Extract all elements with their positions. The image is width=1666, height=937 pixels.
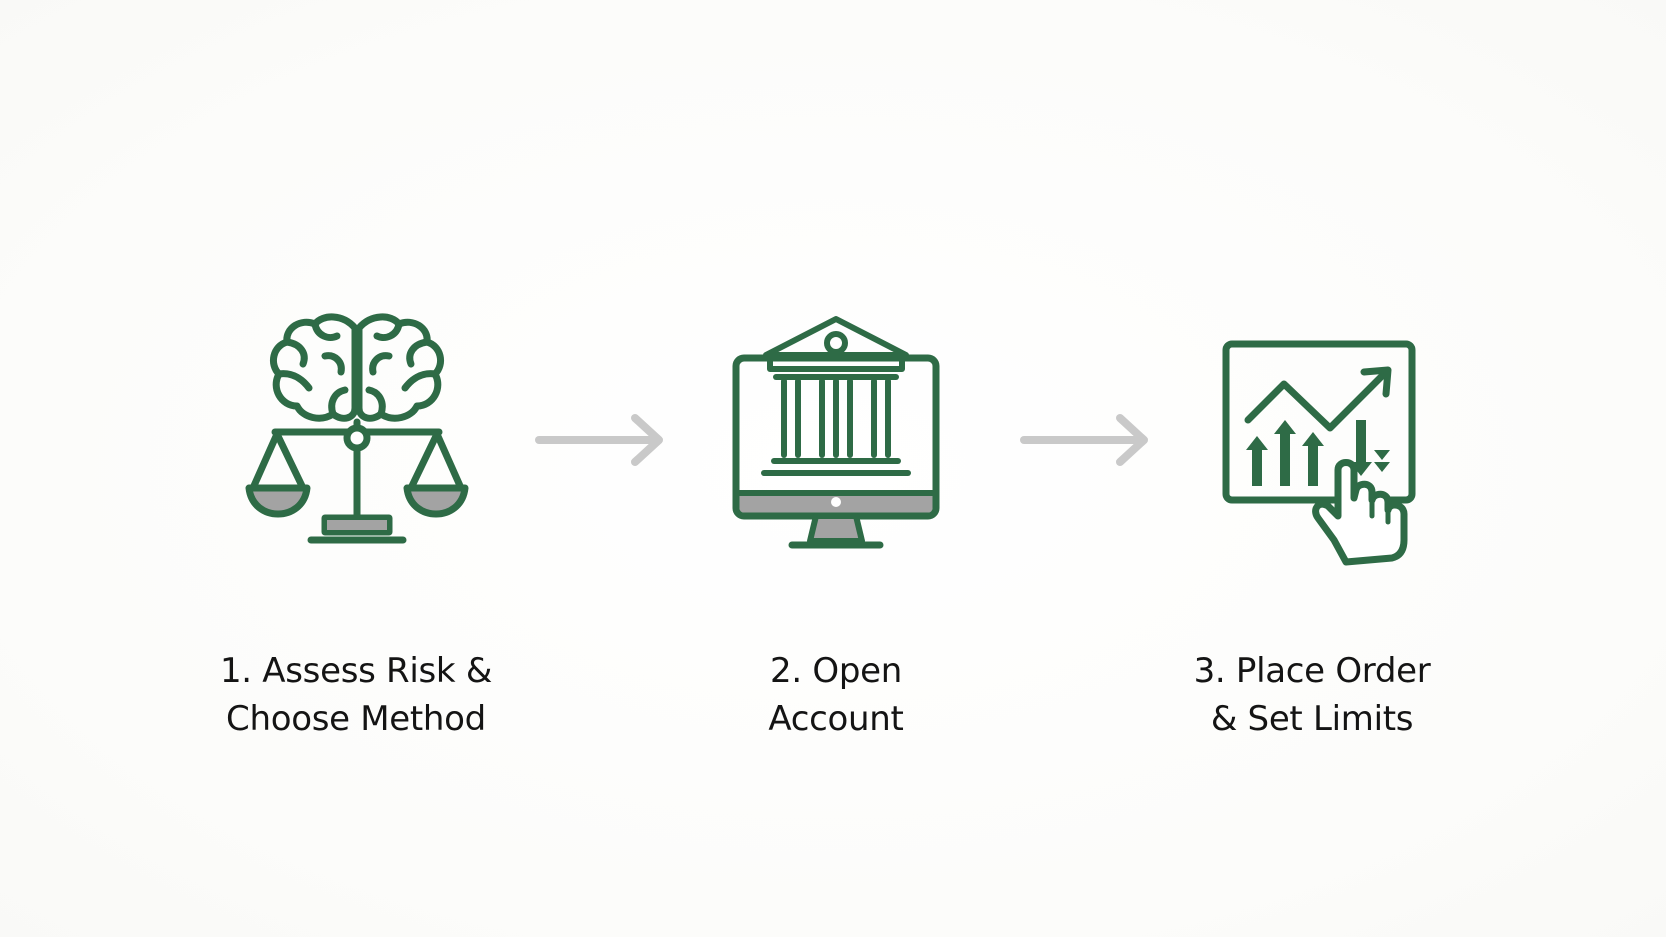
arrow-right-icon <box>1020 413 1152 467</box>
step-1-label-line-2: Choose Method <box>226 699 486 739</box>
step-1-label-line-1: 1. Assess Risk & <box>219 651 493 691</box>
bank-computer-icon <box>730 313 942 553</box>
step-3-label-line-2: & Set Limits <box>1210 699 1414 739</box>
step-3-label: 3. Place Order & Set Limits <box>1112 647 1512 743</box>
chart-order-hand-icon <box>1222 340 1418 566</box>
step-2-label: 2. Open Account <box>636 647 1036 743</box>
step-2-label-line-2: Account <box>768 699 904 739</box>
step-1-label: 1. Assess Risk & Choose Method <box>156 647 556 743</box>
step-3-label-line-1: 3. Place Order <box>1193 651 1431 691</box>
step-2-label-line-1: 2. Open <box>770 651 902 691</box>
arrow-right-icon <box>535 413 667 467</box>
brain-scales-icon <box>245 310 470 555</box>
